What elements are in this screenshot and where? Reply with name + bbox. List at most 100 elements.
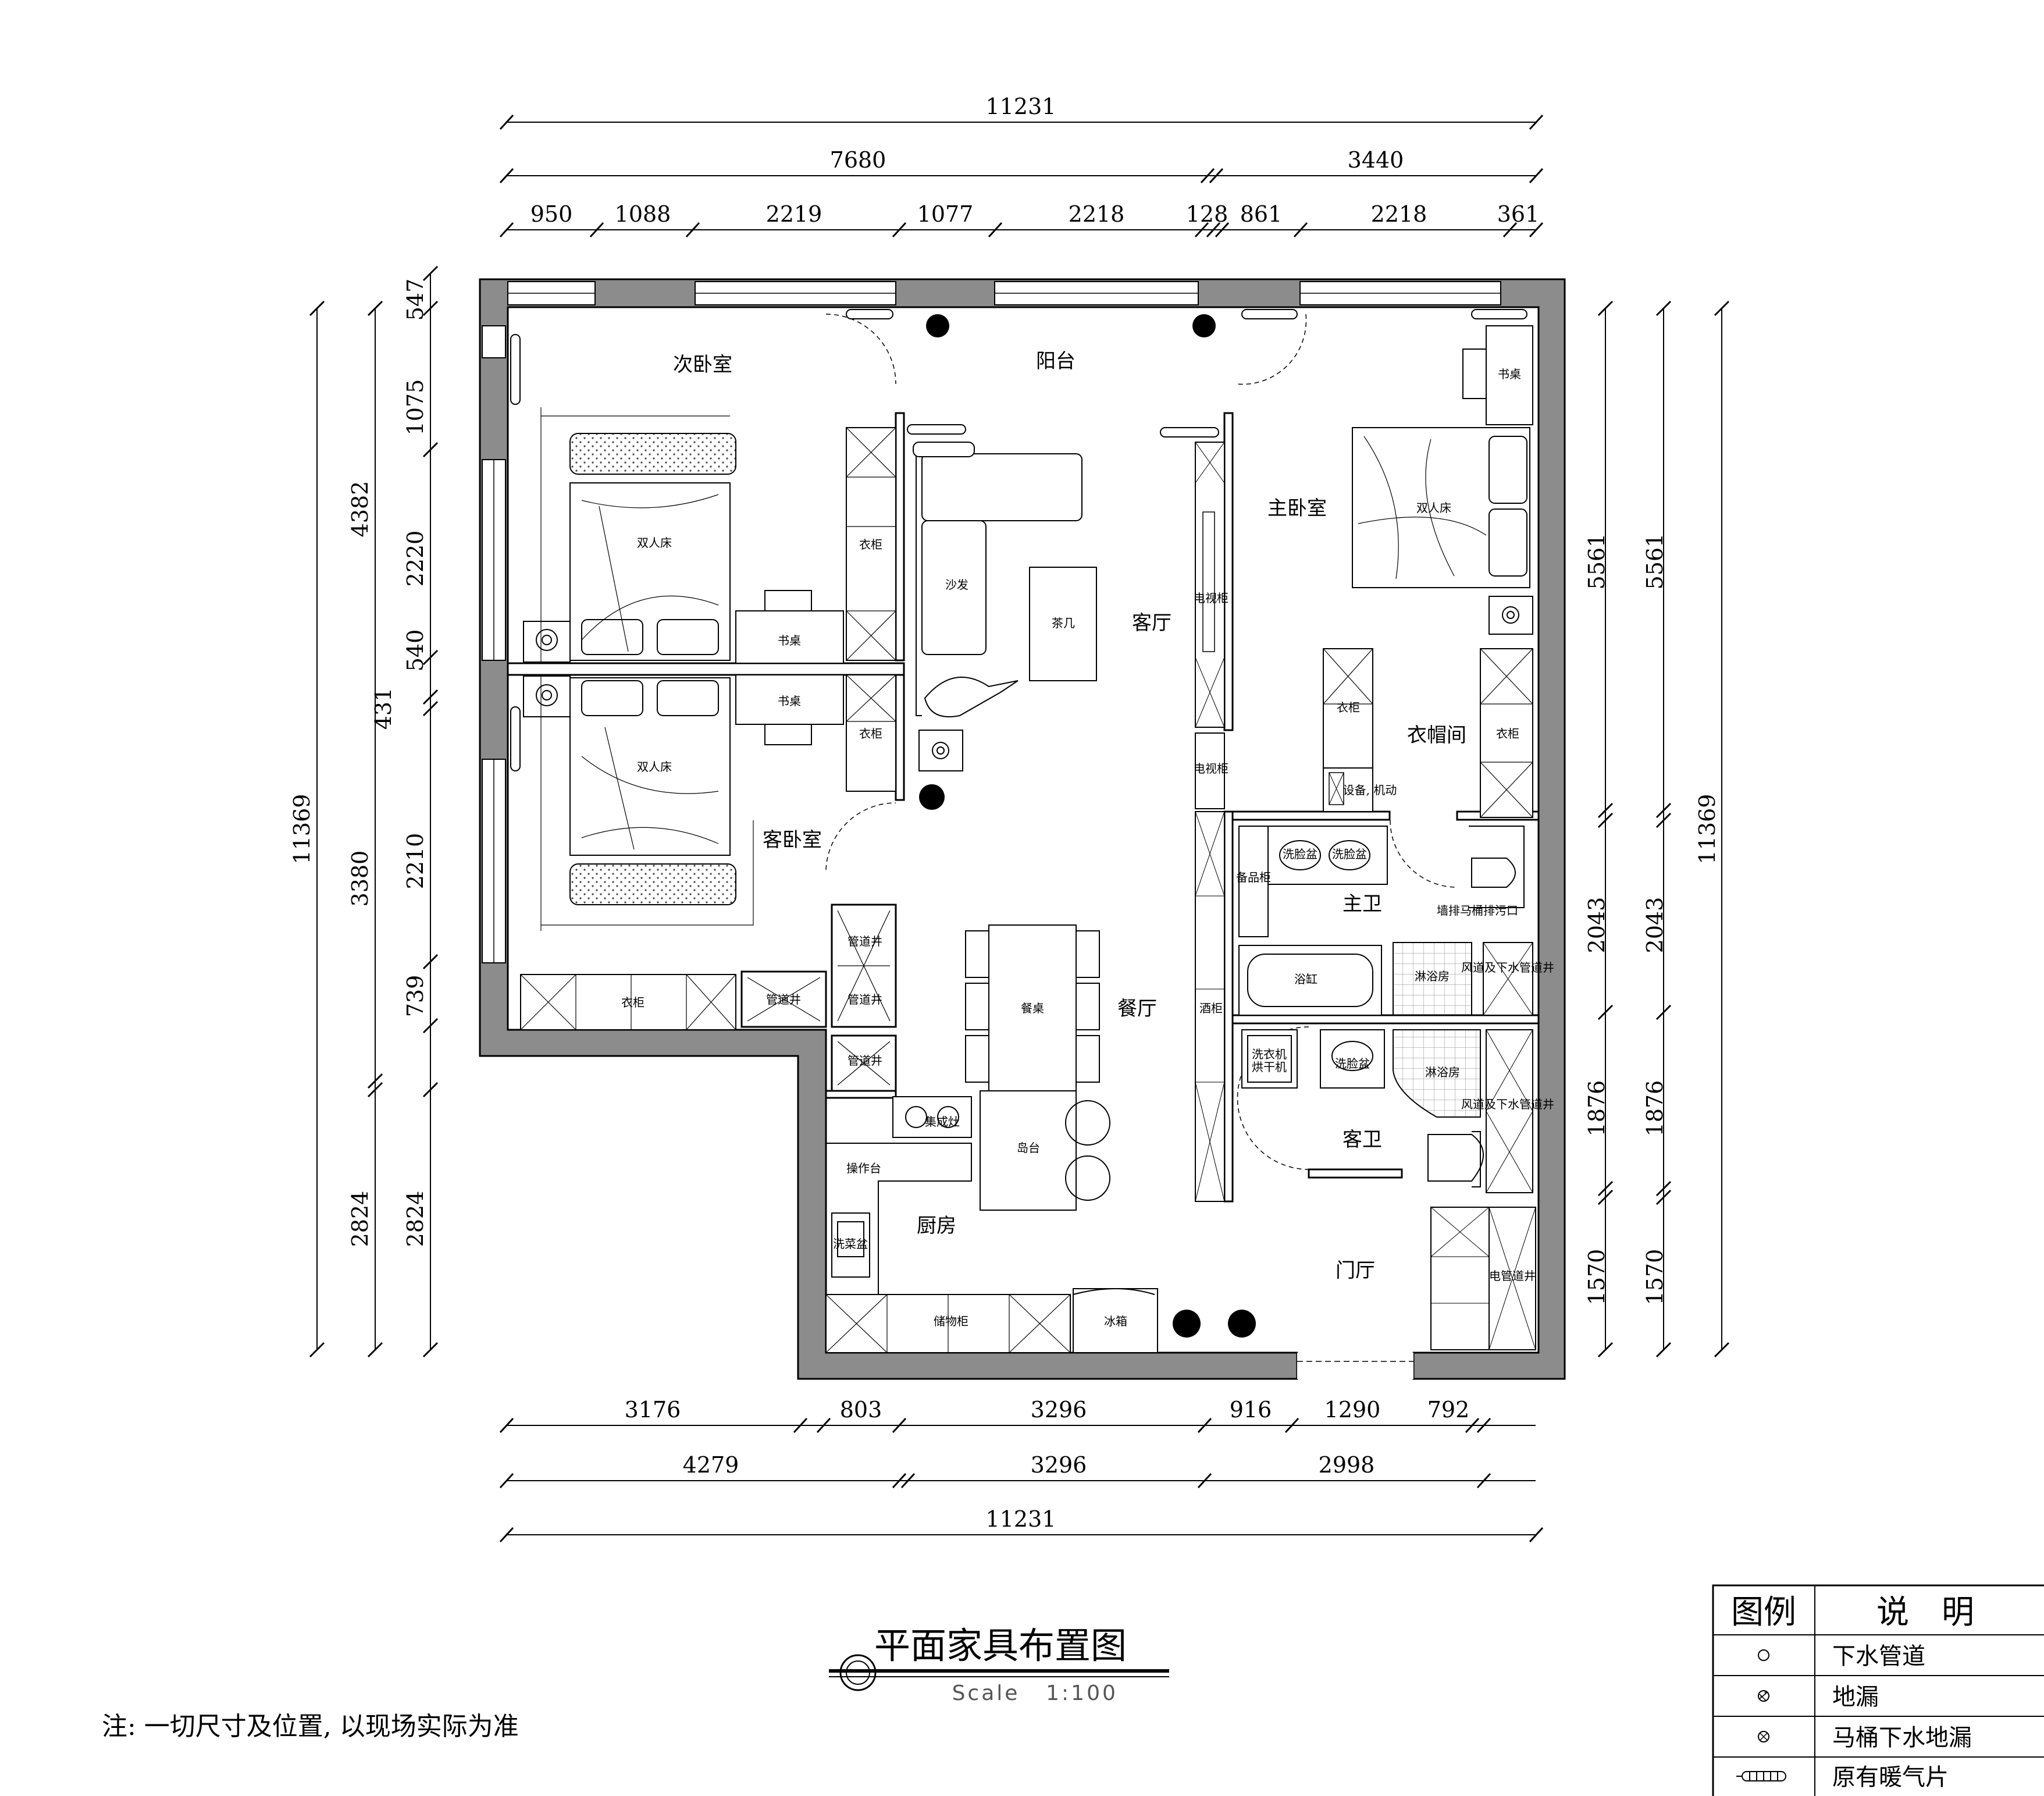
label-double-bed: 双人床 <box>637 760 672 774</box>
legend-header-desc: 说 明 <box>1876 1594 1974 1631</box>
label-fridge: 冰箱 <box>1104 1314 1127 1328</box>
plant-icon <box>926 314 949 337</box>
room-guest-bedroom: 客卧室 <box>763 828 822 852</box>
room-foyer: 门厅 <box>1336 1259 1375 1282</box>
plant-icon <box>919 784 945 810</box>
legend-row-desc: 下水管道 <box>1832 1643 1925 1670</box>
dim-right-outer: 5561 <box>1642 534 1668 590</box>
scale-value: 1:100 <box>1046 1681 1118 1705</box>
dim-bottom-total: 11231 <box>986 1506 1056 1532</box>
label-desk: 书桌 <box>1498 367 1521 381</box>
wine-cabinet <box>1195 811 1225 1202</box>
label-dining-table: 餐桌 <box>1021 1001 1044 1015</box>
label-pipe-shaft: 管道井 <box>766 993 801 1007</box>
dim-left-inner: 2210 <box>403 833 428 890</box>
double-bed <box>569 482 731 661</box>
radiator-icon <box>510 334 521 405</box>
label-wardrobe: 衣柜 <box>859 727 882 741</box>
dim-bottom-detail: 803 <box>840 1397 882 1422</box>
dim-top-mid: 3440 <box>1348 147 1404 173</box>
room-master-bath: 主卫 <box>1343 892 1382 916</box>
label-wardrobe: 衣柜 <box>859 538 882 552</box>
legend-row-desc: 原有暖气片 <box>1832 1764 1949 1791</box>
dim-right-outer: 1570 <box>1642 1249 1668 1306</box>
desk <box>735 674 844 725</box>
dim-bottom-detail: 3296 <box>1031 1397 1087 1422</box>
toilet-floor-drain-icon <box>1758 1731 1769 1742</box>
legend-row-desc: 地漏 <box>1832 1684 1879 1710</box>
label-desk: 书桌 <box>778 634 801 648</box>
dim-right-outer: 2043 <box>1642 897 1668 954</box>
radiator-icon <box>1241 309 1298 319</box>
radiator-icon <box>907 424 966 435</box>
label-double-bed: 双人床 <box>637 536 672 550</box>
label-wall-toilet: 墙排马桶排污口 <box>1437 904 1518 917</box>
radiator-icon <box>510 706 521 771</box>
dim-top-detail: 2218 <box>1069 201 1125 227</box>
dim-right-inner: 5561 <box>1584 534 1609 590</box>
room-second-bedroom: 次卧室 <box>673 353 732 376</box>
cloakroom-wardrobes <box>1323 648 1533 818</box>
dim-top-detail: 861 <box>1240 201 1283 227</box>
plant-icon <box>1192 314 1216 337</box>
dining-room <box>965 924 1110 1211</box>
dim-right-total: 11369 <box>1694 794 1720 865</box>
guest-bedroom <box>523 674 844 931</box>
legend-row-desc: 马桶下水地漏 <box>1832 1724 1972 1751</box>
drawing-title: 平面家具布置图 Scale 1:100 <box>829 1624 1169 1705</box>
dim-top-detail: 2218 <box>1371 201 1427 227</box>
label-sofa: 沙发 <box>945 578 968 592</box>
room-balcony: 阳台 <box>1036 350 1076 373</box>
plant-icon <box>1173 1310 1201 1338</box>
dim-bottom-detail: 3176 <box>625 1397 681 1422</box>
bathtub <box>1238 945 1382 1016</box>
pillow-bench <box>569 433 736 475</box>
sofa <box>921 520 987 655</box>
dim-bottom-detail: 792 <box>1427 1397 1470 1422</box>
label-equipment: 设备, 机动 <box>1343 783 1397 797</box>
room-living: 客厅 <box>1132 611 1171 635</box>
shower <box>1393 1029 1481 1118</box>
dimension-lines <box>316 122 1722 1535</box>
label-wardrobe: 衣柜 <box>621 995 644 1009</box>
interior-walls <box>507 412 1540 1203</box>
label-electric-shaft: 电管道井 <box>1489 1269 1536 1283</box>
plant-icon <box>1228 1310 1256 1338</box>
label-tv-cabinet: 电视柜 <box>1194 762 1228 776</box>
label-shower: 淋浴房 <box>1425 1065 1460 1079</box>
dim-bottom-detail: 916 <box>1230 1397 1272 1422</box>
master-bath <box>1238 826 1533 1016</box>
label-pipe-shaft: 管道井 <box>847 993 882 1007</box>
radiator-icon <box>846 309 893 319</box>
dim-top-detail: 950 <box>530 201 573 227</box>
label-wine-cabinet: 酒柜 <box>1199 1001 1223 1015</box>
washer-dryer <box>1241 1029 1298 1089</box>
drain-pipe-icon <box>1758 1649 1769 1661</box>
dim-top-detail: 128 <box>1186 201 1228 227</box>
room-guest-bath: 客卫 <box>1343 1128 1382 1151</box>
dim-bottom-detail: 1290 <box>1324 1397 1381 1422</box>
label-tv-cabinet: 电视柜 <box>1194 591 1228 605</box>
dim-left-inner: 2220 <box>403 531 428 587</box>
label-bathtub: 浴缸 <box>1294 972 1317 986</box>
label-storage: 储物柜 <box>934 1314 968 1328</box>
title-main: 平面家具布置图 <box>874 1624 1127 1667</box>
guest-bath <box>1241 1029 1533 1193</box>
dim-top-detail: 361 <box>1497 201 1540 227</box>
master-bedroom <box>1352 325 1533 635</box>
label-desk: 书桌 <box>778 694 801 708</box>
dim-left-mid: 2824 <box>347 1191 373 1247</box>
label-fan-pipe: 风道及下水管道井 <box>1461 1097 1554 1111</box>
dim-left-mid: 3380 <box>347 851 373 907</box>
dim-left-lower: 2824 <box>403 1191 428 1247</box>
dim-right-inner: 2043 <box>1584 897 1609 954</box>
island <box>980 1090 1077 1211</box>
room-master-bedroom: 主卧室 <box>1267 497 1327 520</box>
label-washbasin: 洗脸盆 <box>1332 847 1367 861</box>
dim-left-inner: 1075 <box>403 379 428 436</box>
second-bedroom <box>523 407 844 664</box>
label-double-bed: 双人床 <box>1416 501 1451 515</box>
tv-cabinet <box>1195 442 1225 809</box>
desk <box>1486 325 1533 425</box>
